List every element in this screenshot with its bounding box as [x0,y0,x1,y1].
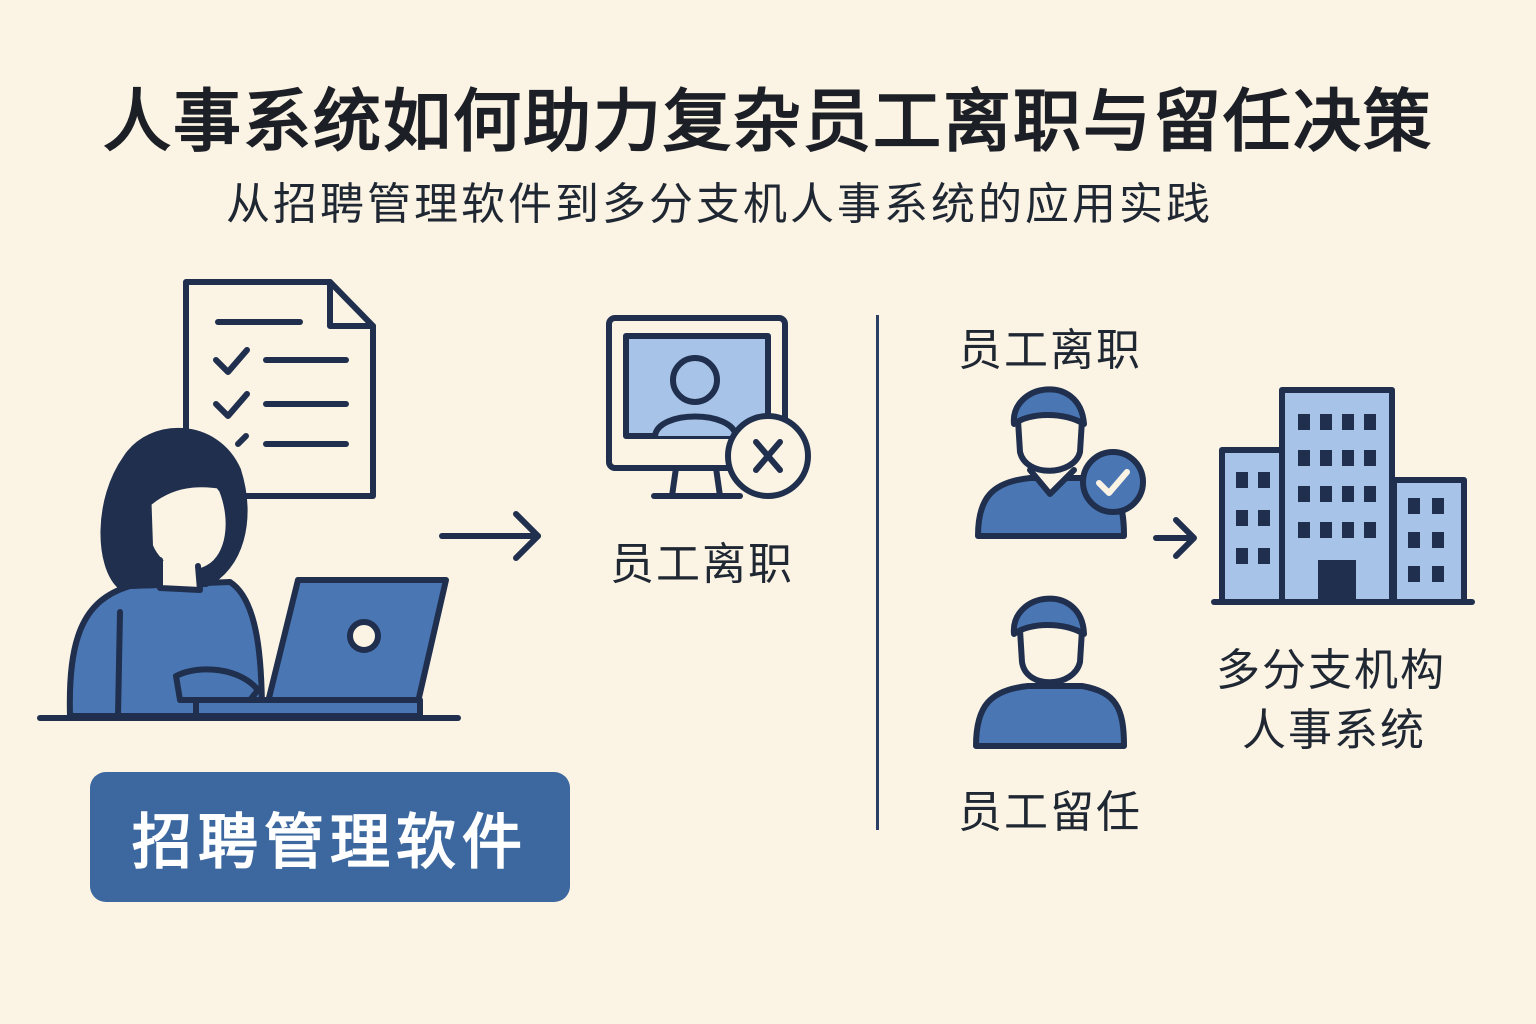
employee-departure-label: 员工离职 [610,539,794,590]
recruitment-software-button[interactable]: 招聘管理软件 [90,772,570,902]
org-system-label-line2: 人事系统 [1242,705,1426,756]
page-subtitle: 从招聘管理软件到多分支机人事系统的应用实践 [226,179,1213,230]
recruitment-software-label: 招聘管理软件 [132,807,528,878]
employee-retention-label: 员工留任 [958,787,1142,838]
section-divider [876,315,879,830]
org-system-label-line1: 多分支机构 [1216,645,1446,696]
page-title: 人事系统如何助力复杂员工离职与留任决策 [102,83,1433,162]
employee-departure-top-label: 员工离职 [958,325,1142,376]
